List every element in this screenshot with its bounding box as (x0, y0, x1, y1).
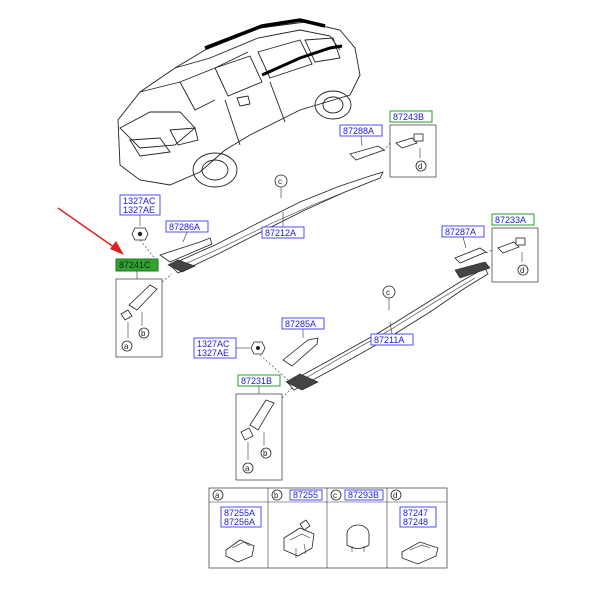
ref-letter: b (263, 449, 268, 458)
end-cover-front (159, 237, 213, 263)
callout-87233A: 87233A (491, 213, 535, 226)
legend-letter: d (393, 491, 397, 500)
roof-rail-upper (167, 171, 384, 274)
callout-text: 1327AC (197, 339, 230, 349)
ref-letter: c (386, 288, 390, 297)
callout-87231B: 87231B (237, 374, 281, 387)
legend-code: 87256A (224, 517, 255, 527)
end-cover-rear-rh (454, 247, 487, 264)
callout-87288A: 87288A (339, 124, 383, 137)
callout-text: 87231B (241, 376, 272, 386)
callout-87212A: 87212A (261, 226, 305, 239)
callout-text: 1327AE (197, 348, 229, 358)
ref-circle-d (517, 264, 529, 276)
panel-87241C: a b (115, 278, 163, 358)
pointer-arrow (57, 207, 124, 255)
legend-letter: a (215, 491, 220, 500)
bolt-nut-lower (250, 341, 266, 355)
ref-letter: a (124, 342, 129, 351)
legend-cell-d: d 87247 87248 (390, 489, 439, 565)
callout-text: 87241C (119, 260, 151, 270)
ref-circle-a (121, 340, 133, 352)
legend-letter: b (274, 491, 279, 500)
callout-87211A: 87211A (370, 333, 414, 346)
roof-rail-lower (285, 261, 491, 391)
legend-code: 87255A (224, 508, 255, 518)
legend-code: 87248 (403, 517, 428, 527)
callout-bolt-lower: 1327AC 1327AE (193, 337, 237, 359)
callout-87285A: 87285A (281, 317, 325, 330)
legend-table: a 87255A 87256A b 87255 c 87293B (208, 487, 448, 569)
ref-letter: b (141, 329, 146, 338)
suv-illustration (117, 18, 361, 188)
callout-text: 1327AC (123, 196, 156, 206)
callout-bolt-upper: 1327AC 1327AE (119, 194, 161, 216)
legend-code: 87293B (348, 490, 379, 500)
panel-87243B: d (389, 124, 437, 178)
callout-text: 87212A (265, 228, 296, 238)
legend-code: 87247 (403, 508, 428, 518)
callout-87287A: 87287A (441, 225, 485, 238)
panel-87233A: d (491, 227, 539, 283)
callout-text: 87285A (285, 319, 316, 329)
callout-87286A: 87286A (165, 220, 209, 233)
bolt-nut-upper (131, 227, 149, 241)
ref-letter: c (278, 177, 282, 186)
callout-text: 87243B (393, 112, 424, 122)
callout-text: 87287A (445, 227, 476, 237)
ref-circle-a (242, 462, 254, 474)
panel-87231B: a b (235, 393, 283, 481)
callout-text: 87288A (343, 126, 374, 136)
callout-87241C: 87241C (115, 258, 159, 272)
ref-letter: d (418, 162, 422, 171)
legend-cell-a: a 87255A 87256A (212, 489, 262, 563)
callout-87243B: 87243B (389, 110, 433, 123)
end-cover-rear (349, 145, 385, 161)
legend-letter: c (333, 491, 337, 500)
ref-circle-b (260, 447, 272, 459)
callout-text: 87286A (169, 222, 200, 232)
callout-text: 1327AE (123, 205, 155, 215)
callout-text: 87211A (374, 335, 404, 345)
legend-cell-c: c 87293B (330, 489, 384, 552)
ref-circle-d (415, 160, 427, 172)
ref-circle-b (138, 327, 150, 339)
legend-cell-b: b 87255 (271, 489, 323, 558)
end-cover-front-rh (282, 337, 319, 367)
ref-letter: d (520, 266, 524, 275)
ref-letter: a (245, 464, 250, 473)
legend-code: 87255 (293, 490, 318, 500)
callout-text: 87233A (495, 215, 526, 225)
